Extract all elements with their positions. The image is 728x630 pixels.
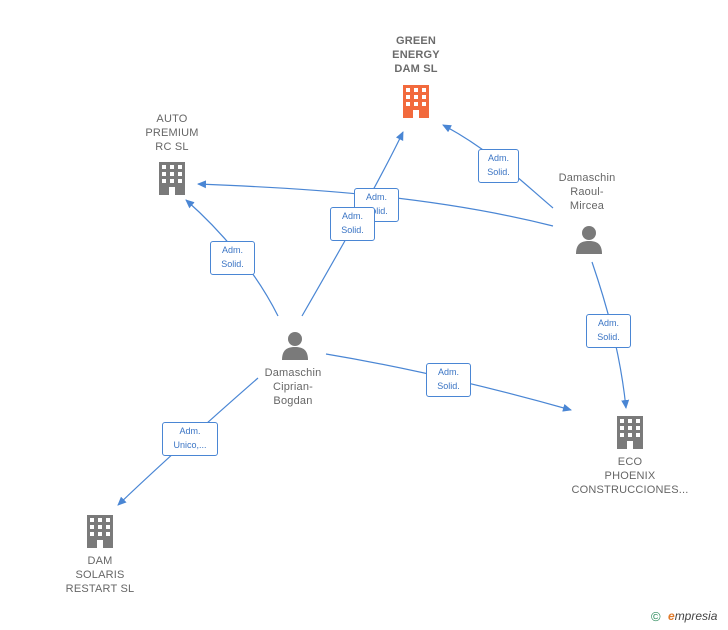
person-icon-raoul[interactable] [576, 226, 602, 254]
copyright-icon: © [651, 609, 661, 624]
node-label-dam-solaris[interactable]: DAM SOLARIS RESTART SL [65, 555, 135, 595]
node-label-eco-phoenix[interactable]: ECO PHOENIX CONSTRUCCIONES... [571, 456, 689, 496]
node-label-raoul[interactable]: Damaschin Raoul- Mircea [558, 172, 616, 212]
edge-label-ciprian-auto-premium[interactable]: Adm.Solid. [210, 241, 255, 275]
edge-label-ciprian-dam-solaris[interactable]: Adm.Unico,... [162, 422, 218, 456]
node-label-auto-premium[interactable]: AUTO PREMIUM RC SL [145, 113, 199, 153]
node-label-green-energy[interactable]: GREEN ENERGY DAM SL [392, 35, 440, 75]
node-label-ciprian[interactable]: Damaschin Ciprian- Bogdan [264, 367, 322, 407]
edge-label-raoul-eco-phoenix[interactable]: Adm.Solid. [586, 314, 631, 348]
brand-logo: empresia [668, 609, 718, 623]
building-icon-auto-premium[interactable] [159, 162, 185, 195]
edge-label-raoul-green-energy[interactable]: Adm.Solid. [478, 149, 519, 183]
building-icon-dam-solaris[interactable] [87, 515, 113, 548]
edge-label-ciprian-green-energy[interactable]: Adm.Solid. [330, 207, 375, 241]
person-icon-ciprian[interactable] [282, 332, 308, 360]
building-icon-eco-phoenix[interactable] [617, 416, 643, 449]
edge-label-ciprian-eco-phoenix[interactable]: Adm.Solid. [426, 363, 471, 397]
building-icon-green-energy[interactable] [403, 85, 429, 118]
